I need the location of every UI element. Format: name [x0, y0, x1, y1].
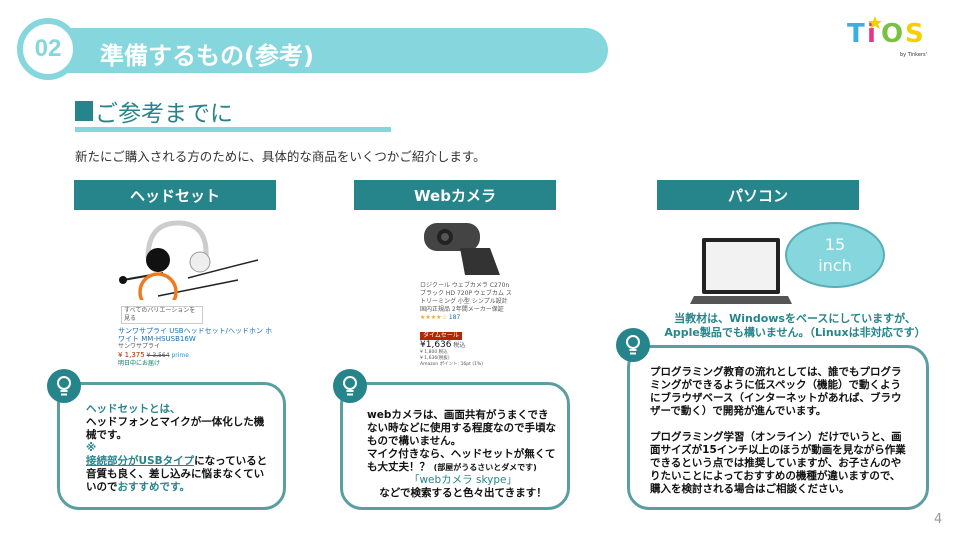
svg-text:i: i	[867, 19, 876, 49]
tip-text: などで検索すると色々出てきます！	[379, 487, 547, 499]
product-price: ¥ 1,375	[118, 351, 145, 359]
tip-paragraph: プログラミング教育の流れとしては、誰でもプログラミングができるように低スペック（…	[650, 366, 902, 417]
svg-text:S: S	[905, 19, 924, 49]
headset-image-icon	[119, 220, 259, 312]
tip-text: マイク付きなら、ヘッドセットが無くても大丈夫！？	[367, 448, 556, 473]
search-keyword: 「webカメラ skype」	[408, 474, 518, 486]
price-suffix: 税込	[453, 342, 466, 349]
tip-highlight: おすすめです。	[117, 481, 190, 493]
intro-text: 新たにご購入される方のために、具体的な商品をいくつかご紹介します。	[75, 149, 486, 164]
lightbulb-icon	[333, 369, 367, 403]
svg-text:T: T	[847, 19, 865, 49]
tip-highlight: 接続部分がUSBタイプ	[86, 455, 195, 467]
page-number: 4	[934, 512, 943, 527]
price-line: ¥ 1,636(税抜)	[420, 356, 450, 361]
logo-subtext: by Tinkers'	[899, 52, 927, 58]
screen-size-bubble: 15 inch	[785, 222, 885, 288]
laptop-image-icon	[690, 238, 792, 304]
tios-logo-icon: T i O S	[847, 16, 924, 49]
product-name[interactable]: ロジクール ウェブカメラ C270n ブラック HD 720P ウェブカム スト…	[420, 282, 512, 313]
square-bullet-icon	[75, 101, 93, 121]
product-brand: サンワサプライ	[118, 343, 161, 350]
logo: T i O S by Tinkers'	[845, 14, 935, 58]
tip-box-pc: プログラミング教育の流れとしては、誰でもプログラミングができるように低スペック（…	[627, 345, 929, 510]
sale-badge: タイムセール	[420, 332, 462, 340]
lightbulb-icon	[47, 369, 81, 403]
category-headset: ヘッドセット	[74, 180, 276, 210]
bubble-unit: inch	[818, 256, 852, 275]
lightbulb-icon	[616, 328, 650, 362]
webcam-image-icon	[424, 223, 500, 275]
category-pc: パソコン	[657, 180, 859, 210]
pc-note: 当教材は、Windowsをベースにしていますが、Apple製品でも構いません。（…	[660, 312, 930, 340]
tip-paragraph: プログラミング学習（オンライン）だけでいうと、画面サイズが15インチ以上のほうが…	[650, 431, 906, 495]
bubble-number: 15	[824, 235, 846, 254]
product-name[interactable]: サンワサプライ USBヘッドセット/ヘッドホン ホワイト MM-HSUSB16W	[118, 327, 273, 343]
header-bar	[48, 28, 608, 73]
section-heading: ご参考までに	[75, 94, 233, 128]
price-line: ¥ 1,800 税込	[420, 350, 448, 355]
old-price: ¥ 3,564	[146, 352, 170, 359]
tip-box-webcam: webカメラは、画面共有がうまくできない時などに使用する程度なので手頃なもので構…	[340, 382, 570, 510]
tip-text: ヘッドフォンとマイクが一体化した機械です。	[86, 416, 265, 441]
delivery-info: 明日中にお届け	[118, 360, 161, 367]
section-heading-text: ご参考までに	[95, 101, 233, 127]
product-price: ¥1,636	[420, 340, 452, 350]
variation-button[interactable]: すべてのバリエーションを見る	[121, 306, 203, 324]
tip-note-mark: ※	[86, 442, 97, 454]
points-line: Amazon ポイント: 16pt (1%)	[420, 362, 483, 367]
tip-aside: (部屋がうるさいとダメです)	[433, 463, 537, 472]
category-webcam: Webカメラ	[354, 180, 556, 210]
heading-underline	[75, 127, 391, 132]
tip-box-headset: ヘッドセットとは、 ヘッドフォンとマイクが一体化した機械です。 ※ 接続部分がU…	[57, 382, 286, 510]
note-line: 当教材は、Windowsをベースにしていますが、	[674, 312, 916, 325]
headset-product: すべてのバリエーションを見る サンワサプライ USBヘッドセット/ヘッドホン ホ…	[118, 218, 273, 368]
prime-badge: prime	[171, 352, 189, 359]
page-title: 準備するもの(参考)	[100, 42, 314, 70]
webcam-product: ロジクール ウェブカメラ C270n ブラック HD 720P ウェブカム スト…	[420, 220, 512, 368]
tip-text: webカメラは、画面共有がうまくできない時などに使用する程度なので手頃なもので構…	[367, 409, 556, 447]
review-count: 187	[448, 314, 461, 321]
tip-text: になっていると音質も良く、差し込みに悩まなくていいので	[86, 455, 268, 493]
section-number: 02	[17, 18, 79, 80]
tip-heading: ヘッドセットとは、	[86, 403, 181, 415]
svg-text:O: O	[881, 19, 903, 49]
note-line: Apple製品でも構いません。（Linuxは非対応です）	[664, 326, 926, 339]
